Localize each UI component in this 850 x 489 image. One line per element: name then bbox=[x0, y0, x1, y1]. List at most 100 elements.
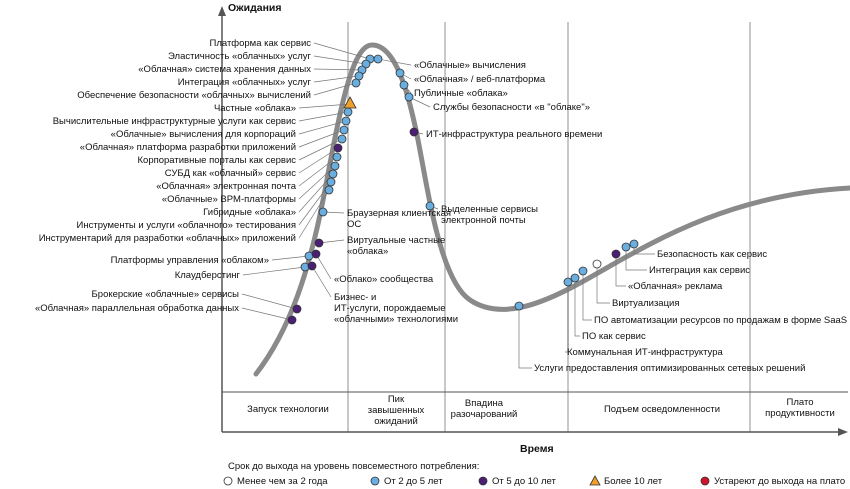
leader-line bbox=[574, 278, 580, 337]
circle-marker bbox=[318, 207, 328, 217]
markers bbox=[287, 54, 639, 325]
legend-item-label: Более 10 лет bbox=[604, 476, 663, 487]
phase-separators bbox=[347, 22, 751, 432]
leader-line bbox=[313, 42, 371, 60]
point-label: Брокерские «облачные» сервисы bbox=[92, 289, 240, 300]
leader-line bbox=[377, 58, 412, 66]
point-label: «Облачная» электронная почта bbox=[156, 181, 296, 192]
point-label: Платформа как сервис bbox=[210, 38, 312, 49]
point-label: Инструменты и услуги «облачного» тестиро… bbox=[77, 220, 296, 231]
leader-line bbox=[271, 255, 310, 261]
point-label: ПО как сервис bbox=[582, 331, 646, 342]
circle-marker bbox=[339, 125, 349, 135]
leader-line bbox=[298, 138, 343, 161]
point-label: Безопасность как сервис bbox=[657, 249, 767, 260]
circle-marker bbox=[326, 177, 336, 187]
circle-marker bbox=[629, 239, 639, 249]
point-label: «Облачные» BPM-платформы bbox=[162, 194, 296, 205]
point-label: Клаудберстинг bbox=[175, 270, 241, 281]
circle-marker bbox=[330, 161, 340, 171]
legend: Срок до выхода на уровень повсеместного … bbox=[223, 461, 845, 487]
legend-circle-marker bbox=[478, 476, 488, 486]
point-label: Обеспечение безопасности «облачных» вычи… bbox=[77, 90, 311, 101]
legend-circle-marker bbox=[370, 476, 380, 486]
leader-line bbox=[298, 120, 347, 135]
circle-marker bbox=[341, 116, 351, 126]
point-label: Вычислительные инфраструктурные услуги к… bbox=[53, 116, 297, 127]
leader-line bbox=[565, 282, 569, 353]
circle-marker bbox=[311, 249, 321, 259]
point-label: Платформы управления «облаком» bbox=[111, 255, 269, 266]
leader-line bbox=[241, 293, 298, 310]
leader-line bbox=[311, 265, 332, 298]
point-label: СУБД как «облачный» сервис bbox=[165, 168, 296, 179]
circle-marker bbox=[578, 266, 588, 276]
circle-marker bbox=[395, 68, 405, 78]
leader-line bbox=[298, 189, 330, 239]
legend-item-label: От 2 до 5 лет bbox=[384, 476, 443, 487]
hype-curve bbox=[253, 42, 850, 377]
point-label: Службы безопасности «в "облаке"» bbox=[433, 102, 590, 113]
leader-line bbox=[625, 247, 647, 271]
circle-marker bbox=[324, 185, 334, 195]
point-label: Частные «облака» bbox=[214, 103, 296, 114]
leader-line bbox=[298, 165, 336, 200]
x-axis-title: Время bbox=[520, 443, 554, 455]
circle-marker bbox=[399, 80, 409, 90]
point-label: Интеграция «облачных» услуг bbox=[178, 77, 312, 88]
point-label: Публичные «облака» bbox=[414, 88, 508, 99]
circle-marker bbox=[333, 143, 343, 153]
leader-line bbox=[313, 55, 367, 65]
circle-marker bbox=[287, 315, 297, 325]
point-label: Инструментарий для разработки «облачных»… bbox=[39, 233, 296, 244]
point-label: Корпоративные порталы как сервис bbox=[138, 155, 297, 166]
leader-line bbox=[298, 111, 349, 122]
circle-marker bbox=[621, 242, 631, 252]
point-label: ПО автоматизации ресурсов по продажам в … bbox=[594, 315, 847, 326]
circle-marker bbox=[343, 107, 353, 117]
y-axis-title: Ожидания bbox=[228, 2, 282, 14]
circle-marker bbox=[514, 301, 524, 311]
point-label: «Облачная» / веб-платформа bbox=[414, 74, 546, 85]
leader-line bbox=[298, 129, 345, 148]
point-label: Эластичность «облачных» услуг bbox=[168, 51, 311, 62]
point-label: «Облачная» система хранения данных bbox=[138, 64, 311, 75]
circle-marker bbox=[307, 261, 317, 271]
circle-marker bbox=[351, 78, 361, 88]
legend-title: Срок до выхода на уровень повсеместного … bbox=[228, 461, 479, 472]
circle-marker bbox=[409, 127, 419, 137]
circle-marker bbox=[611, 249, 621, 259]
leader-line bbox=[298, 147, 339, 174]
point-label: Гибридные «облака» bbox=[203, 207, 296, 218]
point-label: Интеграция как сервис bbox=[649, 265, 750, 276]
leader-line bbox=[615, 254, 626, 287]
point-label: «Облачная» реклама bbox=[628, 281, 723, 292]
leader-line bbox=[242, 266, 306, 276]
point-label: ИТ-инфраструктура реального времени bbox=[426, 129, 602, 140]
point-label: Виртуальные частные«облака» bbox=[347, 235, 445, 257]
circle-marker bbox=[425, 201, 435, 211]
legend-item-label: Менее чем за 2 года bbox=[237, 476, 328, 487]
leader-line bbox=[241, 307, 293, 321]
axes bbox=[221, 14, 840, 433]
point-label: Услуги предоставления оптимизированных с… bbox=[534, 363, 805, 374]
triangle-marker bbox=[343, 96, 357, 109]
phase-label: Запуск технологии bbox=[247, 404, 329, 415]
leader-line bbox=[313, 68, 363, 71]
legend-item-label: От 5 до 10 лет bbox=[492, 476, 556, 487]
point-label: Виртуализация bbox=[612, 298, 679, 309]
legend-item-label: Устареют до выхода на плато bbox=[714, 476, 845, 487]
point-label: «Облако» сообщества bbox=[334, 274, 434, 285]
leader-line bbox=[298, 103, 351, 109]
leader-line bbox=[313, 82, 357, 96]
leader-line bbox=[315, 253, 332, 280]
